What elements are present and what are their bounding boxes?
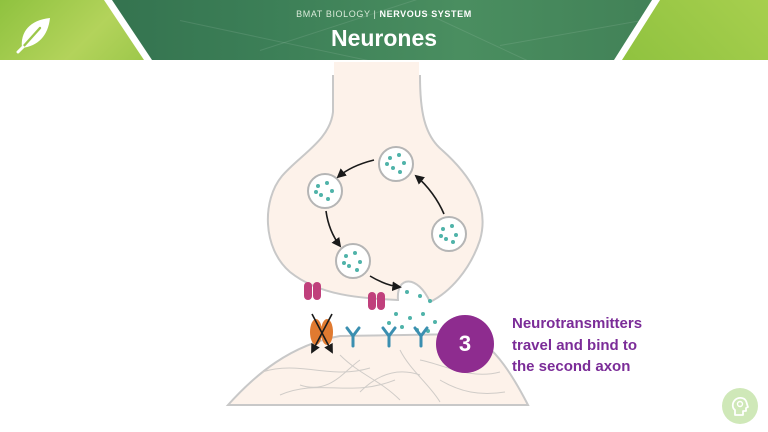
topic-name: NERVOUS SYSTEM	[379, 9, 472, 19]
caption-line: Neurotransmitters	[512, 315, 643, 332]
presynaptic-terminal	[266, 75, 484, 304]
caption-line: the second axon	[512, 358, 631, 375]
leaf-icon	[16, 18, 50, 54]
synapse-diagram: 3 Neurotransmitters travel and bind to t…	[0, 60, 768, 432]
ion-channel	[310, 313, 333, 354]
vesicle-cycle-arrows	[325, 159, 445, 292]
page-title: Neurones	[330, 25, 438, 51]
channel-protein	[304, 282, 385, 310]
head-profile-icon[interactable]	[722, 388, 758, 424]
caption-line: travel and bind to	[512, 336, 638, 354]
course-breadcrumb: BMAT BIOLOGY | NERVOUS SYSTEM	[0, 9, 768, 19]
header-banner: BMAT BIOLOGY | NERVOUS SYSTEM Neurones	[0, 0, 768, 60]
step-caption: Neurotransmitters travel and bind to the…	[512, 313, 712, 378]
vesicle	[307, 146, 467, 279]
neurotransmitter-dots	[314, 153, 458, 333]
step-number-badge: 3	[436, 315, 494, 373]
course-name: BMAT BIOLOGY |	[296, 9, 377, 19]
cytoskeleton-fibers	[261, 349, 506, 403]
